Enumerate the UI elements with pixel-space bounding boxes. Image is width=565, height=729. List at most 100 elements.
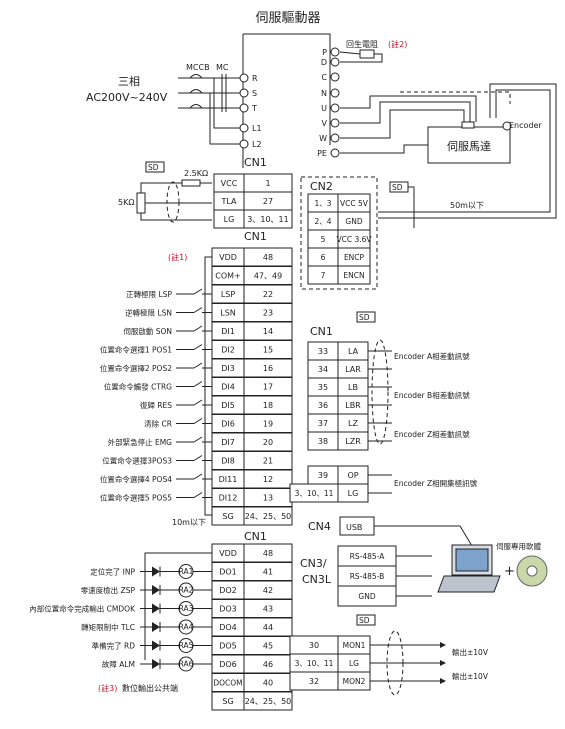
cn1b-pin-6: 16 bbox=[263, 364, 273, 373]
mon2-output: 輸出±10V bbox=[452, 671, 489, 681]
cn1c-sig-4: DO4 bbox=[219, 623, 237, 632]
mccb-label: MCCB bbox=[186, 63, 210, 72]
input-switch[interactable] bbox=[193, 473, 203, 480]
laptop-icon[interactable] bbox=[437, 544, 501, 593]
power-term-s-terminal[interactable] bbox=[239, 88, 249, 98]
software-label: 伺服專用軟體 bbox=[496, 541, 541, 551]
cn1c-pin-5: 45 bbox=[263, 642, 273, 651]
input-switch[interactable] bbox=[193, 362, 203, 369]
right-term-p: P bbox=[322, 48, 327, 57]
power-term-l1-terminal[interactable] bbox=[239, 123, 249, 133]
servo-motor[interactable]: 伺服馬達 bbox=[427, 121, 512, 164]
right-term-pe: PE bbox=[317, 149, 327, 158]
cn1c-sig-2: DO2 bbox=[219, 586, 237, 595]
encoder-label: Encoder bbox=[509, 121, 542, 130]
input-switch[interactable] bbox=[193, 418, 203, 424]
cn1c-output-label-3: 內部位置命令完成輸出 CMDOK bbox=[29, 604, 136, 614]
right-term-pe-terminal[interactable] bbox=[330, 148, 340, 158]
right-term-v-terminal[interactable] bbox=[330, 118, 340, 128]
power-term-t: T bbox=[251, 104, 257, 113]
input-switch[interactable] bbox=[193, 381, 203, 387]
cn1c-sig-8: SG bbox=[222, 697, 233, 706]
regen-label: 回生電阻 bbox=[346, 39, 378, 49]
relay-label-2: RA2 bbox=[179, 586, 194, 595]
relay-label-3: RA3 bbox=[179, 604, 194, 613]
cn2-pin-3: 6 bbox=[321, 253, 326, 262]
cn1out-sig-3: LBR bbox=[345, 401, 361, 410]
cn1c-sig-7: DOCOM bbox=[213, 679, 242, 688]
cn1out-pin-4: 37 bbox=[318, 419, 328, 428]
cn1b-pin-14: 24、25、50 bbox=[245, 512, 292, 521]
cn3-header-2: CN3L bbox=[302, 573, 332, 586]
power-term-l2-terminal[interactable] bbox=[239, 139, 249, 149]
input-switch[interactable] bbox=[193, 455, 203, 461]
cn1b-pin-13: 13 bbox=[263, 494, 273, 503]
cn1out-op-pin: 39 bbox=[318, 471, 328, 480]
cn2-sig-4-cell bbox=[337, 265, 371, 285]
right-term-w-terminal[interactable] bbox=[330, 133, 340, 143]
cn1-a-header: CN1 bbox=[244, 156, 267, 169]
cn2-pin-4: 7 bbox=[321, 271, 326, 280]
cn1out-sig-4: LZ bbox=[348, 419, 358, 428]
cn1c-sig-3: DO3 bbox=[219, 605, 237, 614]
input-switch[interactable] bbox=[193, 344, 203, 350]
mon-sig-2: MON2 bbox=[343, 677, 366, 686]
enc-z-label: Encoder Z相差動訊號 bbox=[394, 429, 470, 439]
cn1c-pin-6: 46 bbox=[263, 660, 273, 669]
right-term-u-terminal[interactable] bbox=[330, 103, 340, 113]
input-switch[interactable] bbox=[193, 307, 203, 313]
cn1c-sig-6: DO6 bbox=[219, 660, 237, 669]
mon-sig-0: MON1 bbox=[343, 641, 366, 650]
power-voltage: AC200V~240V bbox=[86, 91, 168, 104]
right-term-p-terminal[interactable] bbox=[330, 47, 340, 57]
cn1out-lg-sig: LG bbox=[348, 489, 359, 498]
cn1b-pin-5: 15 bbox=[263, 346, 273, 355]
cn1out-pin-5: 38 bbox=[318, 437, 328, 446]
sd-tag-cn1out bbox=[356, 311, 376, 323]
input-switch[interactable] bbox=[193, 399, 203, 406]
mon-pin-2: 32 bbox=[309, 677, 319, 686]
input-switch[interactable] bbox=[193, 492, 203, 498]
power-term-l2: L2 bbox=[252, 140, 262, 149]
cn1c-pin-1: 41 bbox=[263, 568, 273, 577]
input-switch[interactable] bbox=[193, 436, 203, 443]
cn1b-input-label-6: 位置命令選擇2 POS2 bbox=[100, 363, 172, 373]
cn1c-pin-8-cell bbox=[243, 691, 293, 711]
cn1a-sig-0: VCC bbox=[221, 179, 238, 188]
sd-label-cn1out: SD bbox=[359, 313, 370, 322]
cn1a-pin-2-cell bbox=[243, 209, 293, 229]
power-term-r-terminal[interactable] bbox=[239, 73, 249, 83]
diagram-title: 伺服驅動器 bbox=[255, 11, 320, 26]
cn1c-pin-0: 48 bbox=[263, 549, 273, 558]
cn1c-output-label-2: 零速度檢出 ZSP bbox=[81, 585, 136, 595]
cn1c-sig-1: DO1 bbox=[219, 568, 237, 577]
right-term-c-terminal[interactable] bbox=[330, 72, 340, 82]
right-term-d-terminal[interactable] bbox=[330, 57, 340, 67]
cn1a-sig-1: TLA bbox=[221, 197, 238, 206]
right-term-n-terminal[interactable] bbox=[330, 88, 340, 98]
plus-sign: + bbox=[504, 564, 515, 579]
cn1b-sig-5: DI2 bbox=[221, 346, 235, 355]
cn1b-input-label-7: 位置命令觸發 CTRG bbox=[104, 382, 172, 392]
cn1c-pin-8: 24、25、50 bbox=[245, 697, 292, 706]
cn1b-sig-8: DI5 bbox=[221, 401, 235, 410]
cn1b-sig-10: DI7 bbox=[221, 438, 235, 447]
regen-resistor bbox=[339, 49, 383, 63]
enc-a-label: Encoder A相差動訊號 bbox=[394, 351, 470, 361]
cn1b-sig-12: DI11 bbox=[219, 475, 238, 484]
cn1b-sig-9: DI6 bbox=[221, 420, 235, 429]
cn1b-input-label-3: 逆轉極限 LSN bbox=[125, 308, 172, 318]
cn1c-pin-3: 43 bbox=[263, 605, 273, 614]
cn1c-pin-7: 40 bbox=[263, 679, 273, 688]
regen-note: (註2) bbox=[388, 39, 407, 49]
cn3-sig-1: RS-485-B bbox=[350, 572, 385, 581]
input-switch[interactable] bbox=[193, 325, 203, 332]
input-switch[interactable] bbox=[193, 288, 203, 295]
power-term-t-terminal[interactable] bbox=[239, 103, 249, 113]
